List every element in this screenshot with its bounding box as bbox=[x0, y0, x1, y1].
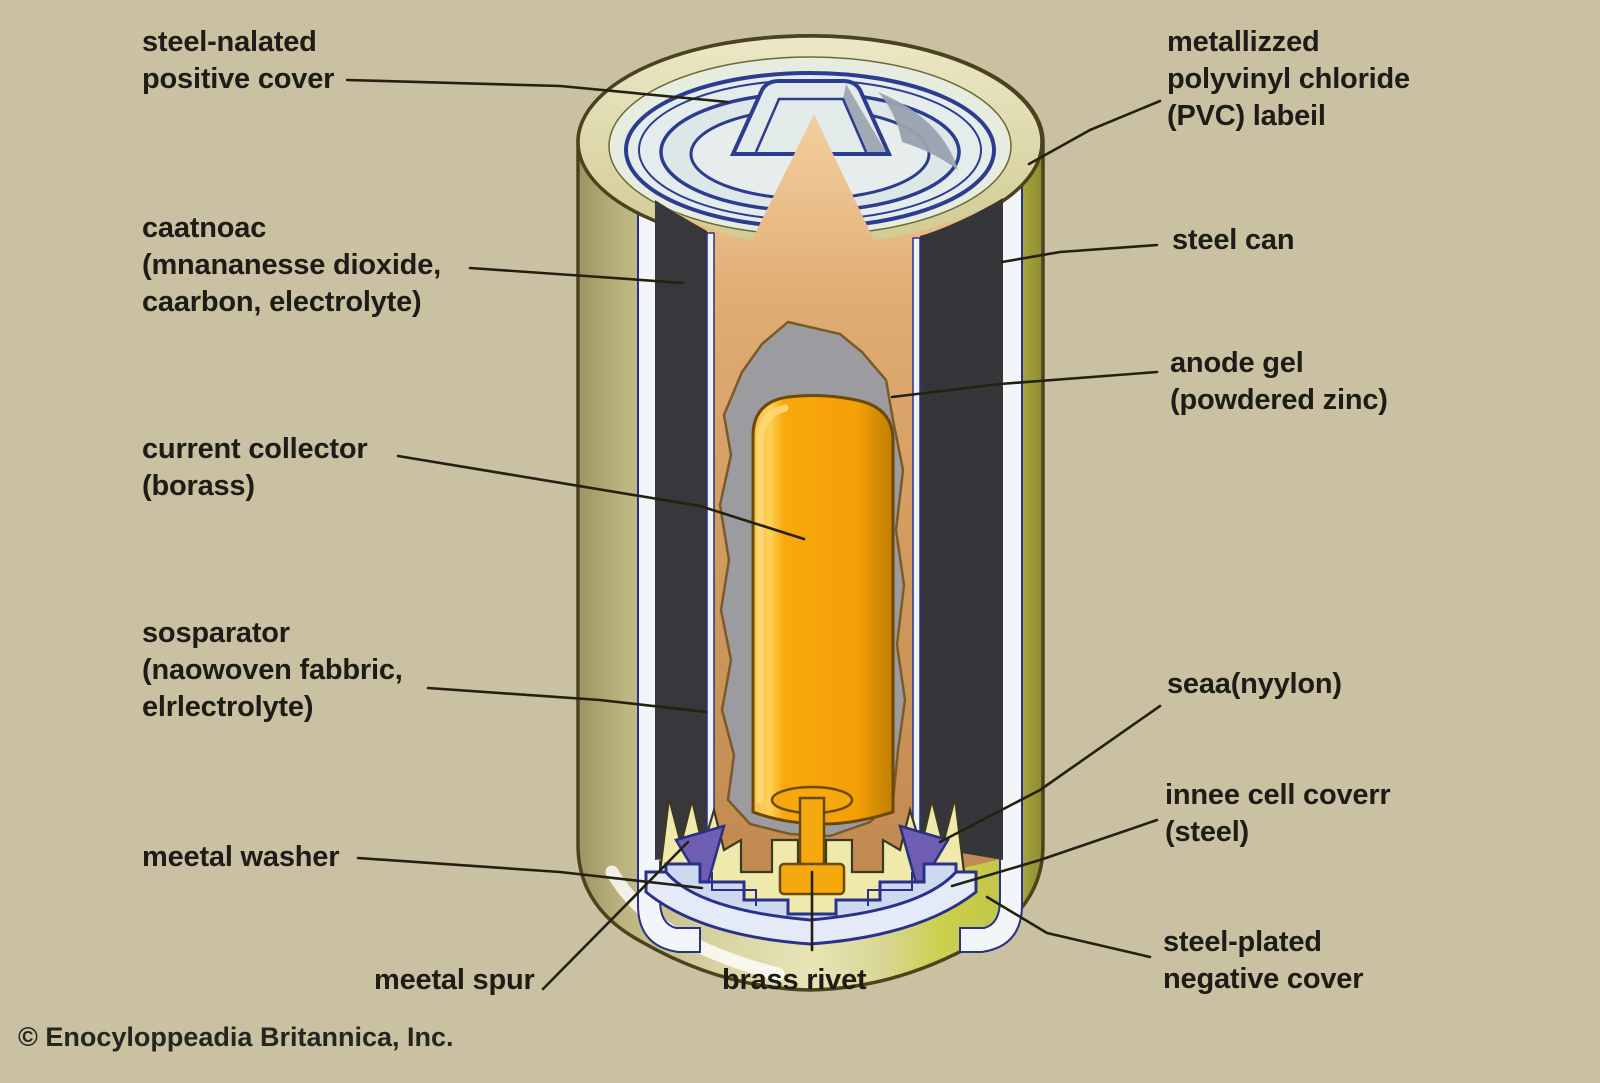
label-line: seaa(nyylon) bbox=[1167, 668, 1342, 700]
cover-shading bbox=[878, 92, 958, 170]
label-inner-cell-cover: innee cell coverr (steel) bbox=[1165, 777, 1391, 851]
label-separator: sosparator (naowoven fabbric, elrlectrol… bbox=[142, 615, 403, 726]
label-line: sosparator bbox=[142, 617, 290, 649]
leader-metal-washer bbox=[356, 856, 704, 890]
label-line: steel-plated bbox=[1163, 926, 1322, 958]
leader-metal-spur bbox=[541, 840, 690, 991]
leader-negative-cover bbox=[985, 895, 1152, 959]
label-line: (PVC) labeil bbox=[1167, 100, 1326, 132]
label-line: elrlectrolyte) bbox=[142, 691, 314, 723]
label-metal-spur: meetal spur bbox=[374, 962, 535, 999]
label-line: brass rivet bbox=[722, 964, 867, 996]
label-steel-can: steel can bbox=[1172, 222, 1295, 259]
leader-seal bbox=[938, 704, 1162, 844]
label-pvc-label: metallizzed polyvinyl chloride (PVC) lab… bbox=[1167, 24, 1410, 135]
label-line: current collector bbox=[142, 433, 368, 465]
current-collector-rod bbox=[751, 394, 895, 826]
label-line: polyvinyl chloride bbox=[1167, 63, 1410, 95]
label-line: meetal spur bbox=[374, 964, 535, 996]
leader-separator bbox=[426, 686, 708, 714]
copyright-notice: © Enocyloppeadia Britannica, Inc. bbox=[18, 1022, 454, 1052]
label-current-collector: current collector (borass) bbox=[142, 431, 368, 505]
separator-strip-right bbox=[912, 237, 921, 845]
leader-steel-can bbox=[1000, 243, 1159, 264]
label-line: caarbon, electrolyte) bbox=[142, 286, 422, 318]
steel-can-wall-left bbox=[637, 149, 701, 953]
label-brass-rivet: brass rivet bbox=[722, 962, 867, 999]
label-metal-washer: meetal washer bbox=[142, 839, 339, 876]
negative-cover-part bbox=[644, 870, 978, 946]
label-anode-gel: anode gel (powdered zinc) bbox=[1170, 345, 1388, 419]
leader-anode-gel bbox=[890, 370, 1159, 399]
label-line: anode gel bbox=[1170, 347, 1304, 379]
leader-positive-cover bbox=[345, 78, 730, 104]
steel-can-wall-right bbox=[959, 149, 1023, 953]
label-line: (steel) bbox=[1165, 816, 1250, 848]
leader-pvc-label bbox=[1027, 99, 1162, 166]
label-negative-cover: steel-plated negative cover bbox=[1163, 924, 1364, 998]
leader-lines bbox=[345, 78, 1162, 991]
label-line: metallizzed bbox=[1167, 26, 1320, 58]
leader-current-collector bbox=[396, 454, 806, 541]
label-cathode: caatnoac (mnananesse dioxide, caarbon, e… bbox=[142, 210, 441, 321]
label-line: (naowoven fabbric, bbox=[142, 654, 403, 686]
label-line: innee cell coverr bbox=[1165, 779, 1391, 811]
cathode-wall-right bbox=[920, 198, 1003, 860]
label-positive-cover: steel-nalated positive cover bbox=[142, 24, 334, 98]
label-line: steel can bbox=[1172, 224, 1295, 256]
leader-inner-cell-cover bbox=[950, 818, 1159, 888]
label-line: steel-nalated bbox=[142, 26, 317, 58]
label-line: (mnananesse dioxide, bbox=[142, 249, 441, 281]
label-line: meetal washer bbox=[142, 841, 340, 873]
separator-strip-left bbox=[706, 232, 715, 848]
label-line: (powdered zinc) bbox=[1170, 384, 1388, 416]
label-seal: seaa(nyylon) bbox=[1167, 666, 1342, 703]
leader-cathode bbox=[468, 266, 685, 285]
label-line: caatnoac bbox=[142, 212, 267, 244]
label-line: (borass) bbox=[142, 470, 255, 502]
label-line: positive cover bbox=[142, 63, 335, 95]
label-line: negative cover bbox=[1163, 963, 1364, 995]
cathode-wall-left bbox=[655, 200, 707, 860]
